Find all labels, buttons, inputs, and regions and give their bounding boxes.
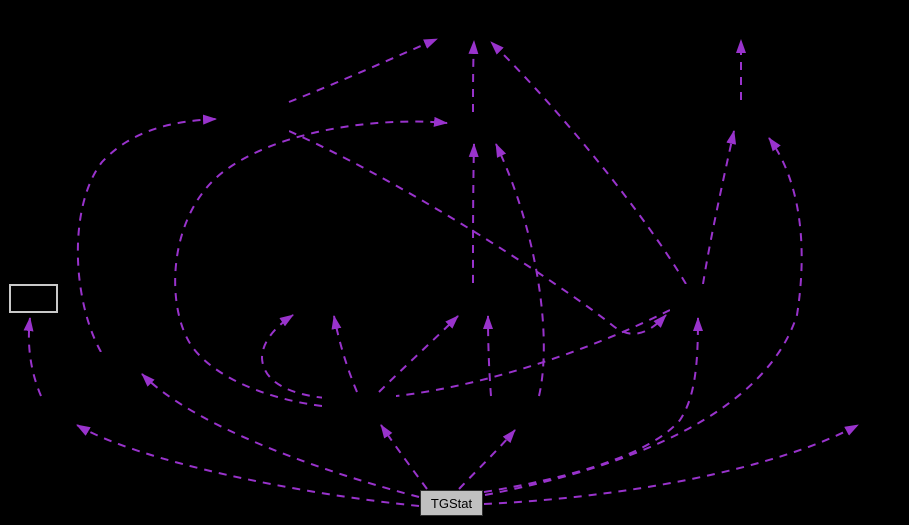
node-tgstat[interactable]: TGStat [420, 490, 483, 516]
node-hidden-bottom-right [854, 393, 909, 420]
edge-lower-left-2-to-outlined-box [23, 317, 42, 397]
node-hidden-mid-right [698, 100, 792, 127]
edge-upper-left-to-top-center [288, 38, 438, 103]
edge-bottom-mid-1-to-center-left [331, 315, 358, 393]
edge-bottom-mid-2-to-center [483, 315, 494, 397]
edge-tgstat-to-mid-right [484, 137, 803, 496]
node-hidden-center [428, 284, 512, 311]
edge-hub-to-mid-right [702, 130, 737, 285]
edge-bottom-mid-1-to-center [378, 315, 459, 393]
edge-tgstat-to-hub [483, 317, 703, 493]
edge-hub-to-center-left [260, 309, 671, 401]
edge-upper-left-to-hub [288, 130, 667, 335]
node-hidden-bottom-mid-1 [322, 393, 396, 420]
edge-bottom-mid-2-to-mid-center [495, 143, 545, 397]
edge-tgstat-to-bottom-mid-1 [380, 424, 428, 490]
node-hidden-center-hub [670, 284, 744, 312]
node-hidden-top-center [436, 8, 516, 35]
node-hidden-lower-left-1 [72, 352, 138, 379]
node-hidden-upper-left [221, 105, 289, 132]
edge-lower-left-1-to-upper-left [76, 114, 217, 353]
edge-tgstat-to-lower-left-2 [76, 424, 420, 507]
node-hidden-top-right [700, 8, 780, 35]
node-hidden-center-left [262, 284, 362, 311]
node-hidden-mid-center [451, 112, 512, 139]
edge-tgstat-to-lower-left-1 [141, 373, 420, 498]
node-hidden-lower-left-2 [6, 397, 72, 424]
edge-bottom-mid-1-to-mid-center [174, 116, 448, 407]
edge-tgstat-to-bottom-mid-2 [458, 429, 516, 490]
node-outlined-box[interactable] [9, 284, 58, 313]
edge-mid-center-to-top-center [468, 40, 479, 113]
node-hidden-bottom-mid-2 [488, 398, 558, 425]
edge-center-to-mid-center [468, 143, 479, 284]
edge-hub-to-top-center [490, 41, 687, 285]
